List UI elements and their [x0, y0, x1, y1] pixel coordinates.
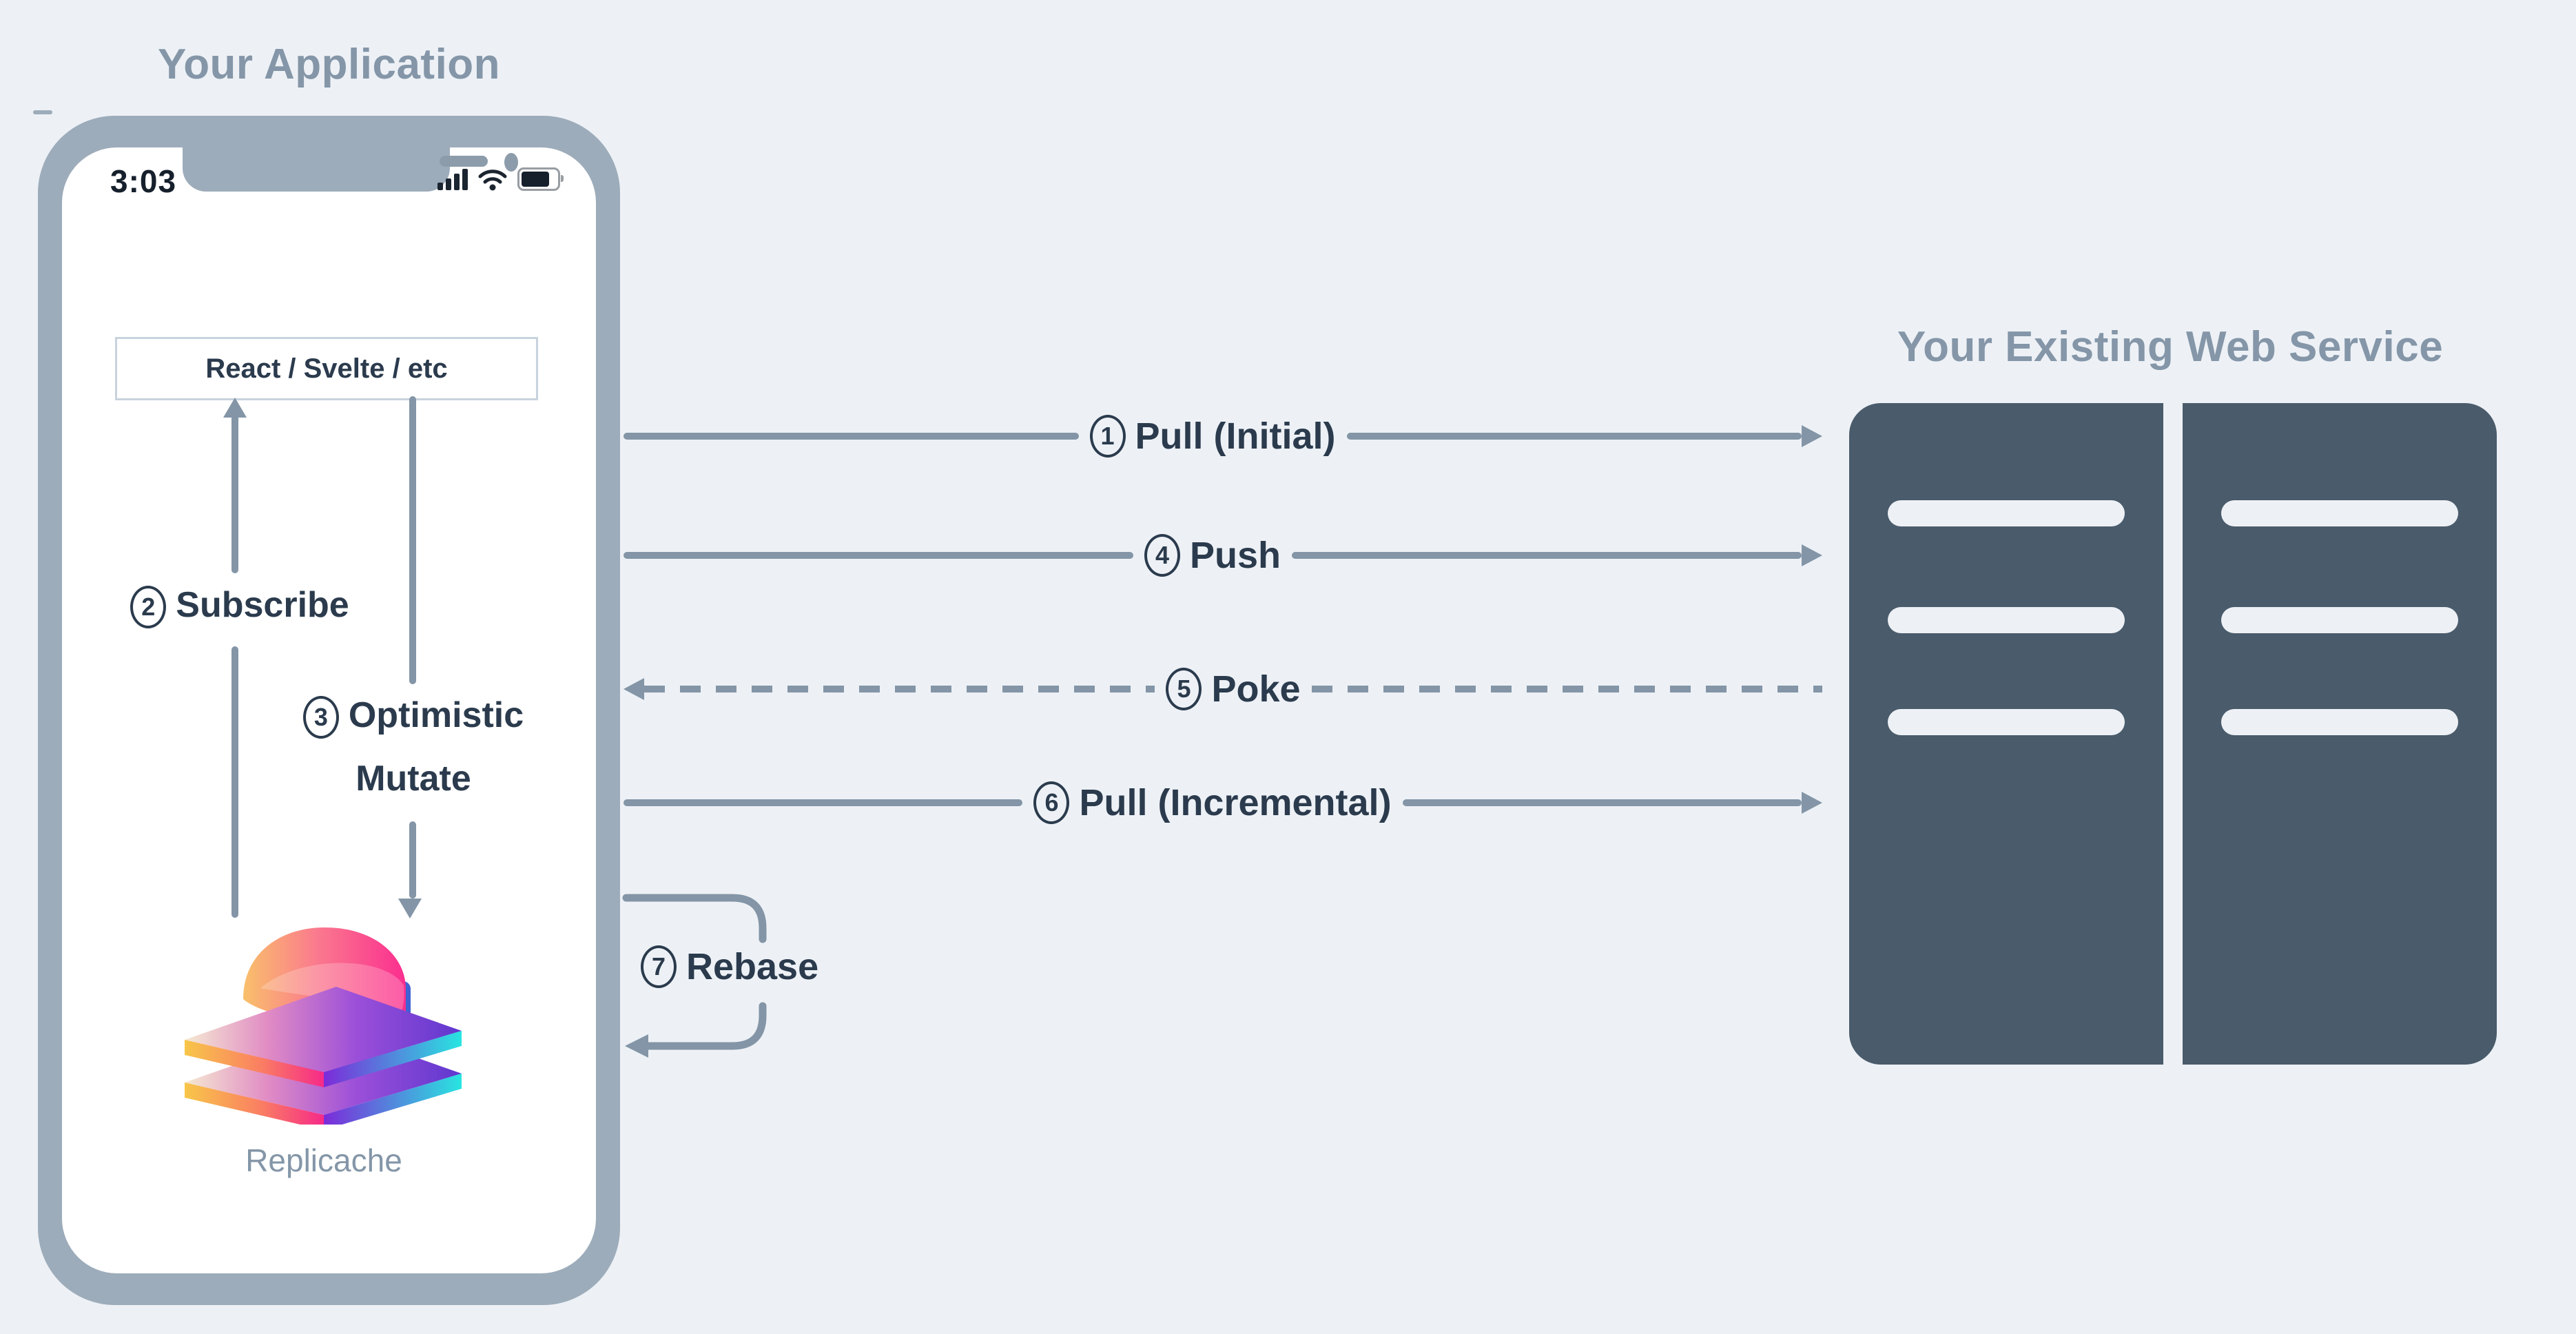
subscribe-line-lower [231, 646, 238, 918]
rebase-loop-arrow [622, 894, 767, 1058]
subscribe-arrowhead-up-icon [223, 398, 247, 418]
flow-label-text: Push [1189, 535, 1281, 576]
server-slot [1888, 607, 2125, 633]
application-title: Your Application [157, 41, 501, 88]
flow-line [1402, 799, 1802, 806]
flow-number-badge: 5 [1166, 668, 1202, 710]
server-rack-left [1849, 403, 2163, 1065]
flow-number-badge: 1 [1089, 415, 1126, 458]
server-slot [2221, 500, 2458, 526]
flow-number-badge: 2 [130, 586, 167, 629]
flow-label-text: Poke [1211, 668, 1301, 710]
mutate-arrowhead-down-icon [398, 899, 422, 919]
flow-label-text: Optimistic [348, 695, 524, 735]
replicache-logo [185, 927, 462, 1125]
ui-framework-box: React / Svelte / etc [115, 337, 538, 400]
server-slot [2221, 709, 2458, 735]
camera-icon [504, 153, 518, 172]
flow-label-text: Subscribe [176, 585, 349, 625]
flow-line-dashed [1311, 686, 1823, 692]
flow-number-badge: 4 [1144, 534, 1180, 577]
flow-number-badge: 3 [302, 696, 339, 739]
arrowhead-left-icon [624, 678, 644, 700]
battery-icon [517, 167, 564, 191]
flow-number-badge: 7 [641, 945, 677, 988]
arrowhead-right-icon [1802, 425, 1822, 447]
speaker-icon [440, 156, 488, 167]
logo-caption: Replicache [245, 1142, 402, 1178]
mutate-line-upper [409, 396, 416, 684]
flow-line [1346, 433, 1802, 440]
arrowhead-right-icon [1802, 544, 1822, 566]
arrowhead-right-icon [1802, 792, 1822, 814]
subscribe-line-upper [231, 415, 238, 573]
server-rack-right [2183, 403, 2497, 1065]
web-service-title: Your Existing Web Service [1897, 323, 2444, 371]
status-time: 3:03 [110, 163, 177, 199]
flow-label-text: Pull (Initial) [1135, 415, 1336, 457]
flow-line [1292, 552, 1802, 559]
flow-line [624, 433, 1079, 440]
cell-signal-icon [437, 168, 468, 190]
server-slot [1888, 709, 2125, 735]
server-slot [2221, 607, 2458, 633]
wifi-icon [478, 170, 507, 191]
web-service-servers [1849, 403, 2497, 1065]
corner-dash-mark [33, 110, 52, 114]
flow-line [624, 552, 1133, 559]
flow-number-badge: 6 [1033, 781, 1070, 824]
flow-label-text: Pull (Incremental) [1079, 782, 1392, 823]
flow-line [624, 799, 1023, 806]
mutate-line-lower [409, 821, 416, 899]
server-slot [1888, 500, 2125, 526]
flow-label-text-line2: Mutate [356, 759, 471, 799]
phone-notch [183, 147, 518, 192]
flow-line-dashed [644, 686, 1155, 692]
status-icons [437, 165, 564, 193]
flow-label-text: Rebase [686, 946, 819, 987]
